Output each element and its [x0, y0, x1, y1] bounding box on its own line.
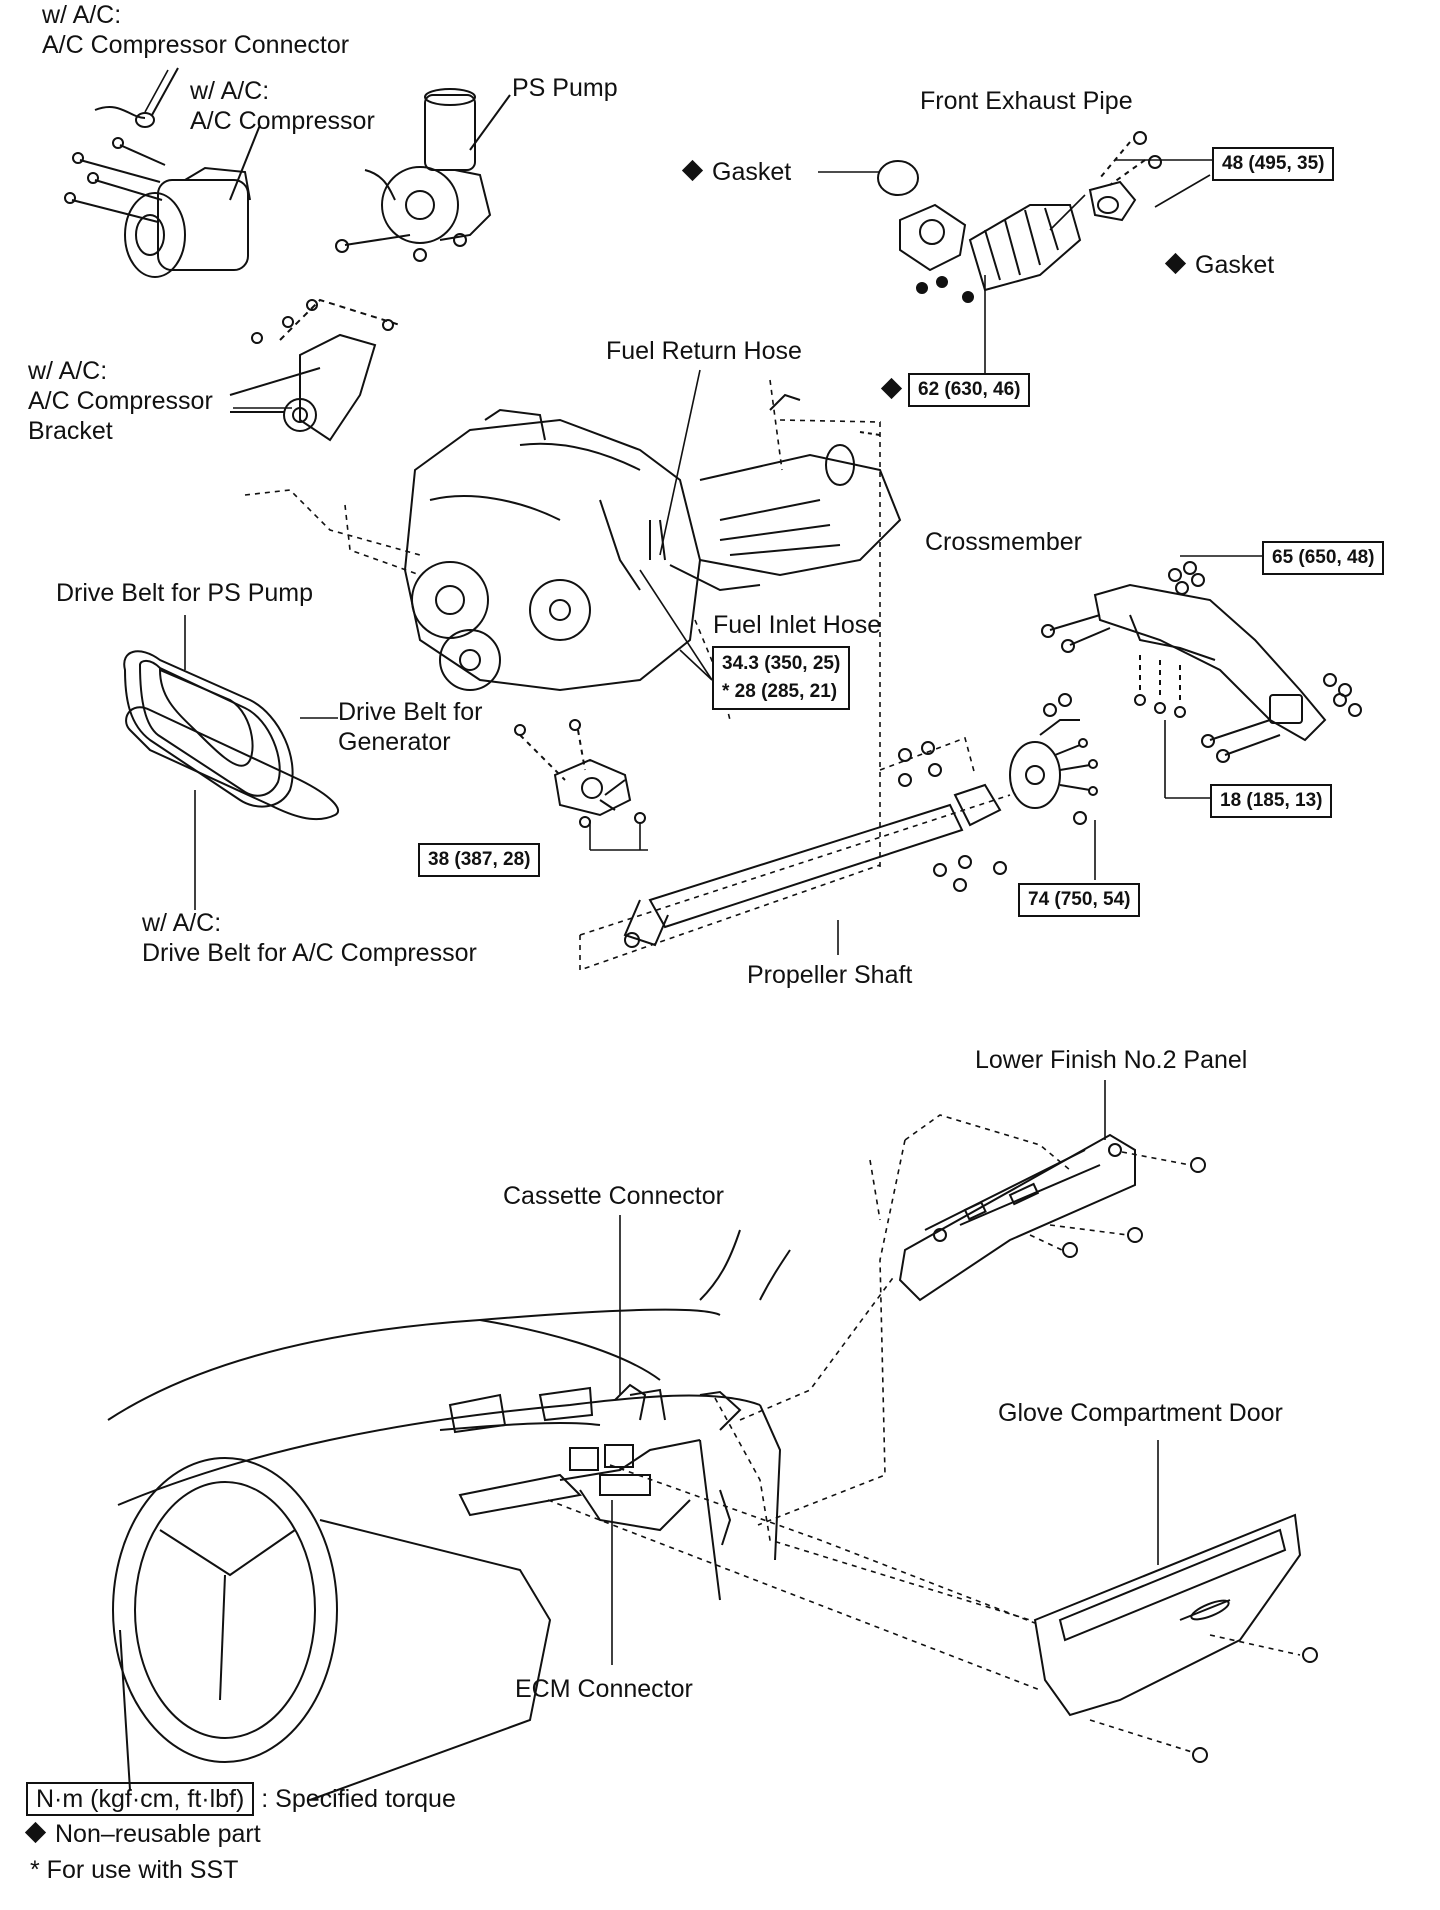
torque-spec-74: 74 (750, 54) [1018, 883, 1141, 917]
ac-connector-qualifier: w/ A/C: [42, 1, 122, 29]
glove-compartment-door-drawing [1033, 1513, 1318, 1763]
torque-spec-62: 62 (630, 46) [908, 373, 1031, 407]
belt-generator-line2: Generator [338, 728, 451, 756]
lower-finish-panel-label: Lower Finish No.2 Panel [975, 1046, 1248, 1074]
belt-ac-qualifier: w/ A/C: [142, 909, 222, 937]
torque-spec-28-sst: * 28 (285, 21) [722, 681, 838, 702]
ac-compressor-label: w/ A/C: A/C Compressor [190, 76, 375, 136]
ac-compressor-drawing [64, 124, 261, 278]
torque-spec-34: 34.3 (350, 25) [722, 653, 841, 674]
non-reusable-diamond-icon [1164, 252, 1187, 275]
drive-belt-generator-label: Drive Belt for Generator [338, 697, 482, 757]
legend-sst: * For use with SST [30, 1856, 239, 1884]
propeller-shaft-label: Propeller Shaft [747, 961, 913, 989]
belt-generator-line1: Drive Belt for [338, 698, 483, 726]
drive-belt-ac-label: w/ A/C: Drive Belt for A/C Compressor [142, 908, 477, 968]
ac-compressor-qualifier: w/ A/C: [190, 77, 270, 105]
non-reusable-diamond-icon [681, 159, 704, 182]
gasket-label-text: Gasket [1195, 251, 1275, 279]
legend-specified-torque: N·m (kgf·cm, ft·lbf) : Specified torque [26, 1782, 456, 1816]
ac-compressor-connector-label: w/ A/C: A/C Compressor Connector [42, 0, 349, 60]
front-exhaust-pipe-drawing [877, 131, 1162, 303]
gasket-label-upper: Gasket [681, 157, 792, 187]
legend-non-reusable-text: Non–reusable part [55, 1820, 261, 1848]
ac-bracket-name: A/C Compressor [28, 387, 213, 415]
assembly-lines-lower [547, 1114, 1071, 1691]
dashboard-drawing [107, 1229, 791, 1801]
ac-compressor-connector-drawing [94, 67, 179, 128]
propeller-shaft-drawing [623, 693, 1098, 948]
ac-compressor-bracket-label: w/ A/C: A/C Compressor Bracket [28, 356, 213, 446]
torque-spec-48: 48 (495, 35) [1212, 147, 1335, 181]
ac-bracket-name-2: Bracket [28, 417, 113, 445]
legend-non-reusable: Non–reusable part [24, 1819, 261, 1849]
legend-unit-box: N·m (kgf·cm, ft·lbf) [26, 1782, 255, 1816]
ps-pump-drawing [335, 88, 511, 262]
ac-bracket-qualifier: w/ A/C: [28, 357, 108, 385]
gasket-label-lower: Gasket [1164, 250, 1275, 280]
exhaust-gasket-drawing [514, 719, 646, 828]
lower-leader-lines [611, 1080, 1159, 1665]
belt-ac-name: Drive Belt for A/C Compressor [142, 939, 477, 967]
engine-block-drawing [403, 393, 902, 692]
legend-unit-desc: : Specified torque [261, 1785, 456, 1813]
torque-spec-38: 38 (387, 28) [418, 843, 541, 877]
crossmember-drawing [1041, 561, 1362, 763]
fuel-return-hose-label: Fuel Return Hose [606, 337, 802, 365]
ac-compressor-name: A/C Compressor [190, 107, 375, 135]
cassette-connector-label: Cassette Connector [503, 1182, 724, 1210]
crossmember-label: Crossmember [925, 528, 1082, 556]
glove-compartment-door-label: Glove Compartment Door [998, 1399, 1283, 1427]
torque-spec-34-group: 34.3 (350, 25) * 28 (285, 21) [712, 646, 851, 710]
drive-belt-ps-pump-label: Drive Belt for PS Pump [56, 579, 314, 607]
ecm-connector-label: ECM Connector [515, 1675, 693, 1703]
assembly-lines-upper [244, 379, 1011, 972]
non-reusable-diamond-icon [24, 1821, 47, 1844]
drive-belts-drawing [123, 650, 340, 821]
ac-connector-name: A/C Compressor Connector [42, 31, 350, 59]
leader-lines [144, 69, 1262, 955]
gasket-label-text: Gasket [712, 158, 792, 186]
front-exhaust-pipe-label: Front Exhaust Pipe [920, 87, 1133, 115]
torque-spec-65: 65 (650, 48) [1262, 541, 1385, 575]
torque-spec-18: 18 (185, 13) [1210, 784, 1333, 818]
ps-pump-label: PS Pump [512, 74, 618, 102]
fuel-inlet-hose-label: Fuel Inlet Hose [713, 611, 882, 639]
ac-compressor-bracket-drawing [229, 298, 401, 442]
lower-finish-panel-drawing [898, 1133, 1206, 1302]
